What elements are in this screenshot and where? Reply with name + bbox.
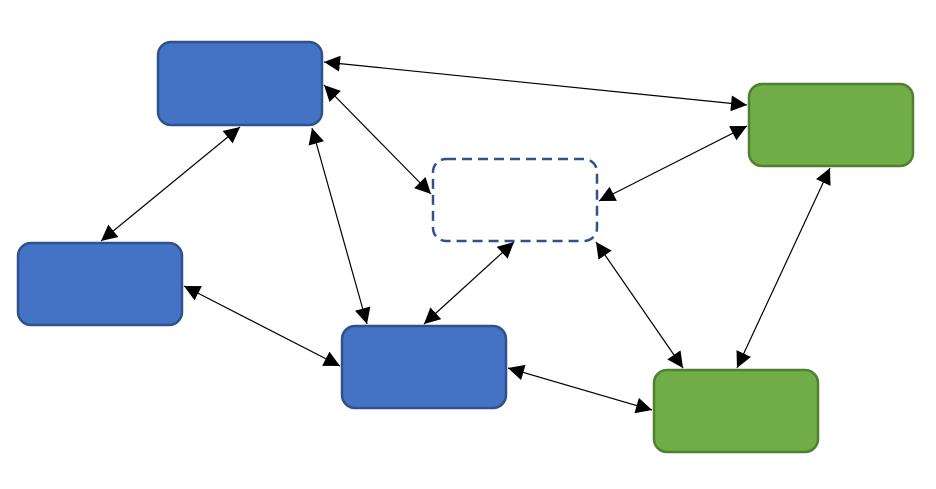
node-dashed-center xyxy=(431,157,599,243)
arrow-dashed-center-to-green-bottom xyxy=(595,241,684,369)
arrow-blue-top-to-blue-left xyxy=(100,126,241,242)
arrow-blue-bottom-to-green-bottom xyxy=(507,364,653,414)
arrow-blue-left-to-blue-bottom xyxy=(183,285,341,367)
arrow-dashed-center-to-blue-bottom xyxy=(423,241,515,325)
arrow-blue-top-to-green-right xyxy=(323,55,748,112)
node-blue-top xyxy=(156,40,324,127)
node-green-right xyxy=(747,82,915,168)
nodes-layer xyxy=(16,40,915,454)
node-green-bottom xyxy=(652,368,820,454)
arrow-dashed-center-to-green-right xyxy=(598,125,748,202)
node-blue-bottom xyxy=(340,324,508,410)
arrow-blue-top-to-dashed-center xyxy=(323,84,432,195)
edges-layer xyxy=(100,55,831,414)
arrow-blue-top-to-blue-bottom xyxy=(308,127,371,325)
arrow-green-right-to-green-bottom xyxy=(736,167,831,369)
node-blue-left xyxy=(16,241,184,327)
